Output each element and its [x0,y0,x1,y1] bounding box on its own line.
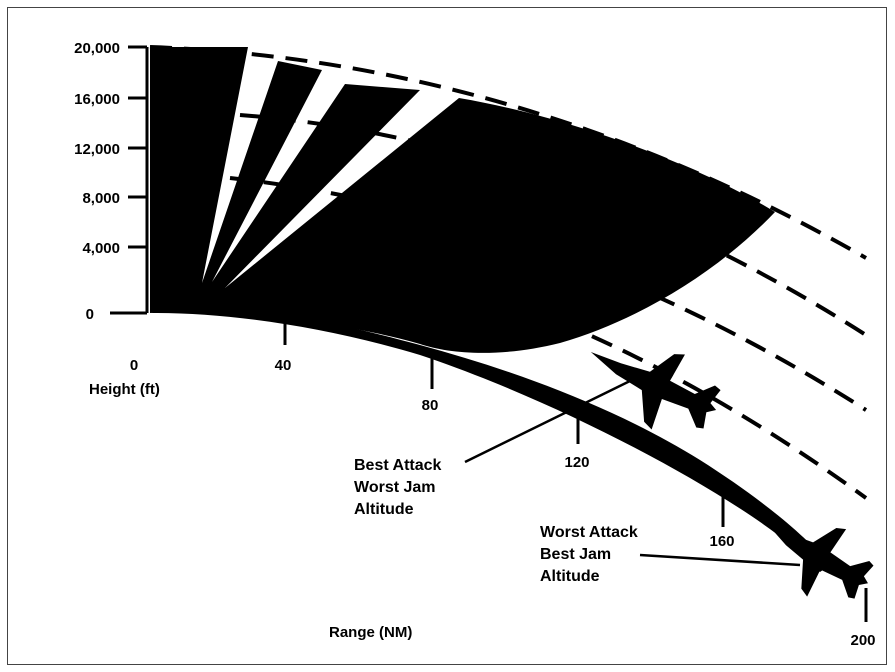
annotation-worst-attack-line1: Worst Attack [540,524,638,541]
annotation-best-attack: Best Attack Worst Jam Altitude [354,457,442,518]
range-axis [283,319,868,622]
diagram-frame [7,7,887,665]
height-axis [110,45,149,315]
annotation-worst-attack-line2: Best Jam [540,546,611,563]
annotation-worst-attack-line3: Altitude [540,568,600,585]
height-axis-title: Height (ft) [89,381,160,398]
range-tick-40: 40 [275,357,292,374]
height-tick-4000: 4,000 [82,240,120,257]
height-tick-16000: 16,000 [74,91,120,108]
height-tick-8000: 8,000 [82,190,120,207]
annotation-best-attack-line1: Best Attack [354,457,442,474]
annotation-best-attack-line2: Worst Jam [354,479,436,496]
annotation-best-attack-line3: Altitude [354,501,414,518]
height-tick-20000: 20,000 [74,40,120,57]
leader-worst-attack [639,553,801,567]
range-axis-title: Range (NM) [329,624,412,641]
range-tick-160: 160 [709,533,734,550]
altitude-contour-12000 [229,176,868,412]
coverage-lobes [150,47,775,353]
aircraft-lower-icon [765,521,874,599]
coverage-lobe-main [150,47,775,353]
range-tick-200: 200 [850,632,875,649]
altitude-contour-20000 [149,45,867,260]
annotation-worst-attack: Worst Attack Best Jam Altitude [540,524,638,585]
range-tick-0: 0 [130,357,138,374]
height-tick-0: 0 [86,306,94,323]
height-tick-12000: 12,000 [74,141,120,158]
leader-best-attack [464,378,633,464]
annotation-leaders [464,378,801,567]
range-tick-80: 80 [422,397,439,414]
aircraft-upper-icon [590,352,721,430]
range-tick-120: 120 [564,454,589,471]
